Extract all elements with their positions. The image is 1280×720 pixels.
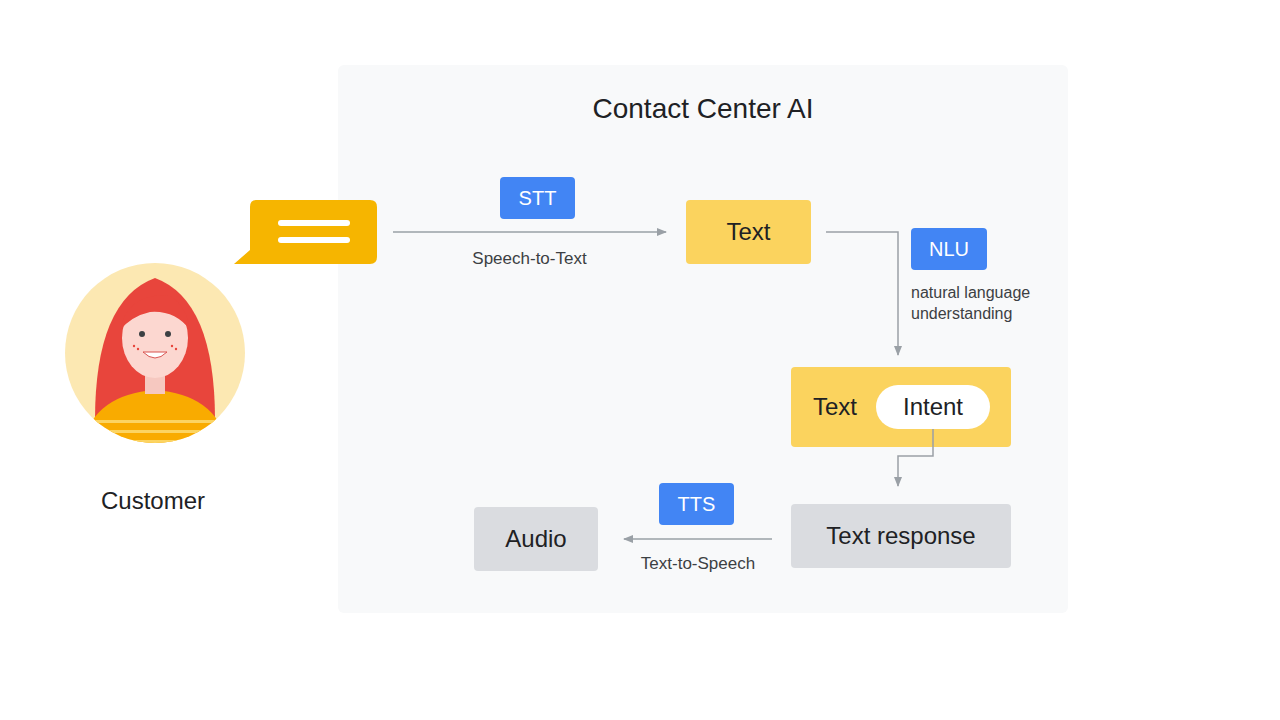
process-box: Text <box>686 200 811 264</box>
flow-arrow <box>624 538 772 540</box>
process-box: Audio <box>474 507 598 571</box>
badge: STT <box>500 177 575 219</box>
badge: NLU <box>911 228 987 270</box>
flow-arrow <box>898 429 933 486</box>
node-text: NLU <box>929 238 969 261</box>
edge-label: Text-to-Speech <box>641 553 755 575</box>
node-text: TTS <box>678 493 716 516</box>
edge-label: Speech-to-Text <box>472 248 586 270</box>
flow-arrow <box>826 232 898 355</box>
node-text: Text <box>726 218 770 246</box>
node-text: Audio <box>505 525 566 553</box>
node-text: Text <box>813 393 857 421</box>
badge: TTS <box>659 483 734 525</box>
flow-arrow <box>393 231 666 233</box>
node-text: Contact Center AI <box>338 93 1068 125</box>
node-text: STT <box>519 187 557 210</box>
process-box: Text response <box>791 504 1011 568</box>
node-text: Customer <box>60 487 246 515</box>
customer-node: Customer <box>60 195 382 525</box>
node-text: Intent <box>903 393 963 421</box>
intent-pill: Intent <box>876 385 990 429</box>
edge-label: natural language understanding <box>911 283 1061 325</box>
text-intent-box: Text Intent <box>791 367 1011 447</box>
panel: Contact Center AISTTTextNLUTextIntentTTS… <box>338 65 1068 613</box>
node-text: Text response <box>826 522 975 550</box>
